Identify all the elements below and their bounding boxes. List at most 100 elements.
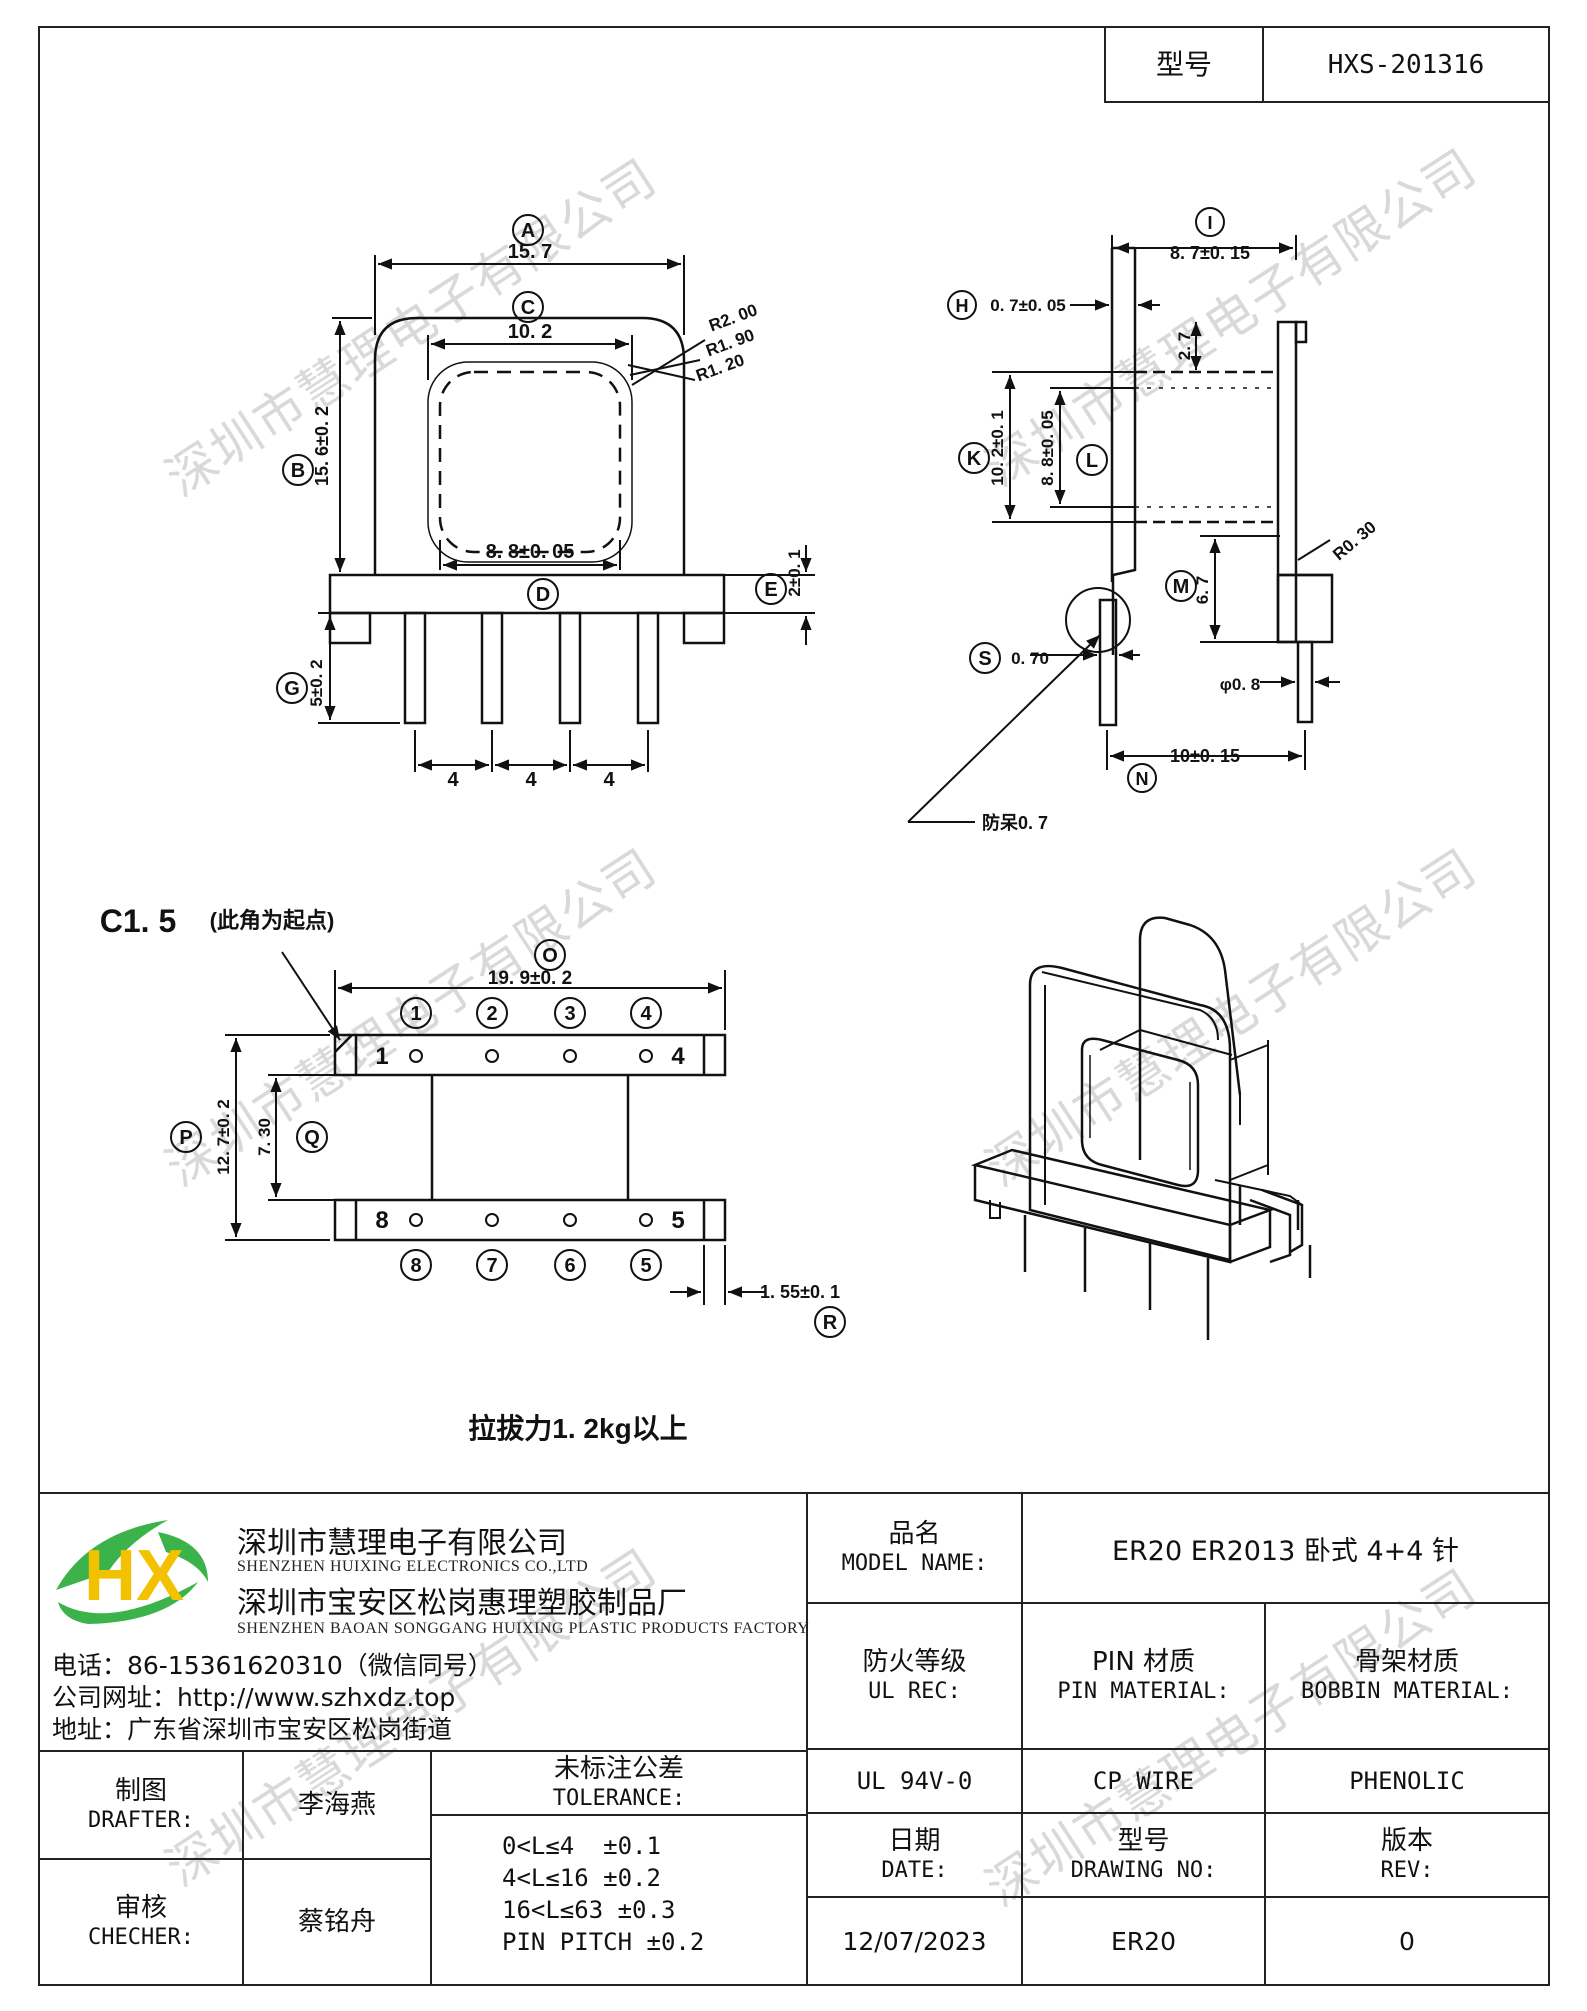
chamfer-label: C1. 5 (100, 903, 176, 939)
drafter-label-en: DRAFTER: (88, 1808, 194, 1833)
tolerance-line-1: 0<L≤4 ±0.1 (502, 1832, 661, 1860)
label-s: S (978, 648, 991, 670)
date-value: 12/07/2023 (842, 1926, 987, 1956)
date-label-zh: 日期 (888, 1826, 941, 1856)
chamfer-note: (此角为起点) (210, 908, 335, 933)
bobbin-material-value: PHENOLIC (1349, 1767, 1465, 1795)
model-name-label-en: MODEL NAME: (841, 1551, 988, 1576)
model-value-cell: HXS-201316 (1262, 26, 1550, 103)
rev-value: 0 (1399, 1926, 1415, 1956)
dim-k: 10. 2±0. 1 (988, 410, 1007, 486)
checker-value-cell: 蔡铭舟 (242, 1858, 432, 1986)
dim-s: 0. 70 (1011, 649, 1049, 668)
drawing-no-label-en: DRAWING NO: (1070, 1858, 1217, 1883)
pin-circle-1: 1 (410, 1003, 421, 1025)
factory-name-en: SHENZHEN BAOAN SONGGANG HUIXING PLASTIC … (237, 1620, 810, 1637)
label-g: G (284, 678, 300, 700)
ul-value-cell: UL 94V-0 (806, 1748, 1023, 1814)
ul-label-zh: 防火等级 (862, 1647, 967, 1677)
drawing-no-value-cell: ER20 (1021, 1896, 1266, 1986)
drafter-label-cell: 制图 DRAFTER: (38, 1750, 244, 1860)
dim-pitch-3: 4 (603, 769, 615, 791)
bobbin-material-label-zh: 骨架材质 (1354, 1647, 1459, 1677)
pin-circle-3: 3 (564, 1003, 575, 1025)
tolerance-values-cell: 0<L≤4 ±0.1 4<L≤16 ±0.2 16<L≤63 ±0.3 PIN … (430, 1814, 808, 1986)
pull-force-note: 拉拔力1. 2kg以上 (468, 1412, 687, 1444)
dim-p: 12. 7±0. 2 (214, 1099, 233, 1175)
drawing-no-label-zh: 型号 (1117, 1826, 1170, 1856)
drafter-label-zh: 制图 (114, 1776, 167, 1806)
pin-number-8: 8 (375, 1207, 388, 1234)
front-view (276, 214, 815, 772)
dim-m: 6. 7 (1193, 576, 1212, 604)
pin-number-1: 1 (375, 1043, 388, 1070)
bobbin-material-value-cell: PHENOLIC (1264, 1748, 1550, 1814)
label-h: H (956, 296, 969, 316)
pin-circle-6: 6 (564, 1255, 575, 1277)
pin-number-5: 5 (671, 1207, 684, 1234)
date-value-cell: 12/07/2023 (806, 1896, 1023, 1986)
dim-b: 15. 6±0. 2 (312, 406, 332, 486)
pin-number-4: 4 (671, 1043, 685, 1070)
pin-material-label-cell: PIN 材质 PIN MATERIAL: (1021, 1602, 1266, 1750)
dim-q: 7. 30 (255, 1118, 274, 1156)
dim-pitch-2: 4 (525, 769, 537, 791)
rev-label-cell: 版本 REV: (1264, 1812, 1550, 1898)
label-k: K (967, 448, 982, 470)
model-value: HXS-201316 (1327, 49, 1485, 80)
model-name-value: ER20 ER2013 卧式 4+4 针 (1111, 1535, 1460, 1567)
dim-g: 5±0. 2 (307, 659, 326, 706)
pin-circle-8: 8 (410, 1255, 421, 1277)
dim-r: 1. 55±0. 1 (760, 1282, 840, 1302)
pin-material-value-cell: CP WIRE (1021, 1748, 1266, 1814)
label-e: E (764, 579, 777, 601)
model-name-label-cell: 品名 MODEL NAME: (806, 1492, 1023, 1604)
label-n: N (1136, 769, 1149, 789)
checker-value: 蔡铭舟 (297, 1907, 376, 1937)
tolerance-line-4: PIN PITCH ±0.2 (502, 1928, 705, 1956)
date-label-cell: 日期 DATE: (806, 1812, 1023, 1898)
company-website: 公司网址：http://www.szhxdz.top (52, 1683, 456, 1712)
dim-n: 10±0. 15 (1170, 746, 1240, 766)
label-r: R (823, 1312, 838, 1334)
dim-r030: R0. 30 (1329, 517, 1380, 564)
bobbin-material-label-en: BOBBIN MATERIAL: (1301, 1679, 1513, 1704)
technical-drawing: A 15. 7 C 10. 2 R2. 00 R1. 90 R1. 20 B 1… (100, 207, 1380, 1444)
dim-h: 0. 7±0. 05 (990, 296, 1066, 315)
label-o: O (542, 945, 558, 967)
label-b: B (291, 460, 305, 482)
label-m: M (1173, 576, 1190, 598)
note-anti-reverse: 防呆0. 7 (982, 812, 1048, 833)
dim-o: 19. 9±0. 2 (488, 968, 572, 989)
dim-l: 8. 8±0. 05 (1038, 410, 1057, 486)
ul-label-cell: 防火等级 UL REC: (806, 1602, 1023, 1750)
checker-label-zh: 审核 (114, 1893, 167, 1923)
label-d: D (536, 584, 550, 606)
dim-pin-dia: φ0. 8 (1220, 675, 1261, 694)
dim-i: 8. 7±0. 15 (1170, 243, 1250, 263)
drafter-value: 李海燕 (297, 1790, 376, 1820)
model-name-value-cell: ER20 ER2013 卧式 4+4 针 (1021, 1492, 1550, 1604)
label-p: P (179, 1127, 192, 1149)
pin-material-value: CP WIRE (1092, 1767, 1195, 1795)
factory-name-zh: 深圳市宝安区松岗惠理塑胶制品厂 (237, 1586, 687, 1621)
side-view (907, 207, 1340, 823)
isometric-view (970, 916, 1312, 1340)
dim-pitch-1: 4 (447, 769, 459, 791)
label-i: I (1207, 213, 1212, 233)
pin-circle-2: 2 (486, 1003, 497, 1025)
rev-label-zh: 版本 (1380, 1826, 1433, 1856)
company-name-en: SHENZHEN HUIXING ELECTRONICS CO.,LTD (237, 1558, 589, 1575)
label-q: Q (304, 1127, 320, 1149)
company-logo: HX (48, 1512, 218, 1632)
label-l: L (1086, 450, 1098, 472)
ul-value: UL 94V-0 (856, 1767, 973, 1795)
checker-label-cell: 审核 CHECHER: (38, 1858, 244, 1986)
pin-circle-7: 7 (486, 1255, 497, 1277)
checker-label-en: CHECHER: (88, 1925, 194, 1950)
pin-circle-4: 4 (640, 1003, 652, 1025)
rev-label-en: REV: (1380, 1858, 1434, 1883)
tolerance-label-en: TOLERANCE: (552, 1786, 686, 1811)
company-phone: 电话：86-15361620310（微信同号） (52, 1651, 493, 1680)
pin-circle-5: 5 (640, 1255, 651, 1277)
